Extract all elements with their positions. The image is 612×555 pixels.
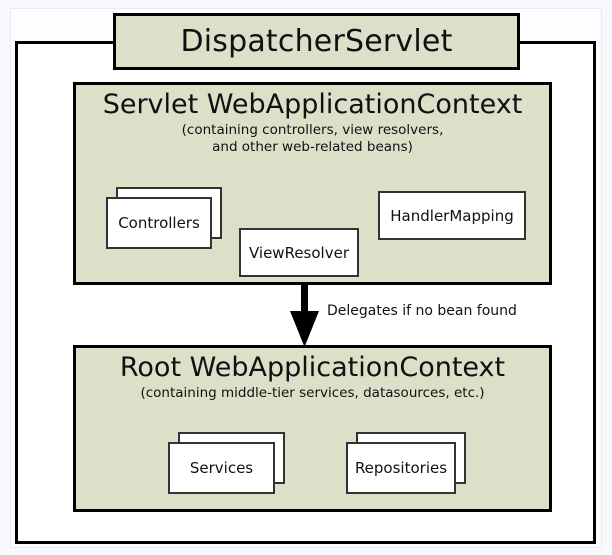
controllers-card-front: Controllers [106,197,212,249]
view-resolver-label: ViewResolver [248,243,349,262]
delegation-arrow-label: Delegates if no bean found [327,303,517,319]
servlet-context-subtitle-line-2: and other web-related beans) [212,139,413,156]
repositories-card-front: Repositories [346,442,456,494]
arrow-down-icon [290,283,319,347]
view-resolver-card: ViewResolver [239,228,359,277]
root-context-subtitle-line-1: (containing middle-tier services, dataso… [140,385,485,402]
servlet-context-subtitle-line-1: (containing controllers, view resolvers, [181,122,444,139]
services-card-front: Services [168,442,275,494]
component-services[interactable]: Services [168,432,285,494]
root-webapplicationcontext-panel: Root WebApplicationContext (containing m… [73,345,552,512]
servlet-context-subtitle: (containing controllers, view resolvers,… [76,122,549,156]
servlet-context-title: Servlet WebApplicationContext [102,89,523,120]
delegation-arrow [286,283,326,347]
root-context-subtitle: (containing middle-tier services, dataso… [76,385,549,402]
repositories-label: Repositories [354,459,448,477]
services-label: Services [189,459,254,477]
component-handler-mapping[interactable]: HandlerMapping [378,191,526,240]
dispatcher-servlet-title-box: DispatcherServlet [113,13,520,70]
root-context-title: Root WebApplicationContext [119,352,506,383]
handler-mapping-label: HandlerMapping [390,206,514,225]
handler-mapping-card: HandlerMapping [378,191,526,240]
component-controllers[interactable]: Controllers [106,187,222,249]
dispatcher-servlet-title: DispatcherServlet [180,23,453,59]
servlet-webapplicationcontext-panel: Servlet WebApplicationContext (containin… [73,82,552,285]
component-view-resolver[interactable]: ViewResolver [239,228,359,277]
controllers-label: Controllers [118,214,200,232]
component-repositories[interactable]: Repositories [346,432,466,494]
